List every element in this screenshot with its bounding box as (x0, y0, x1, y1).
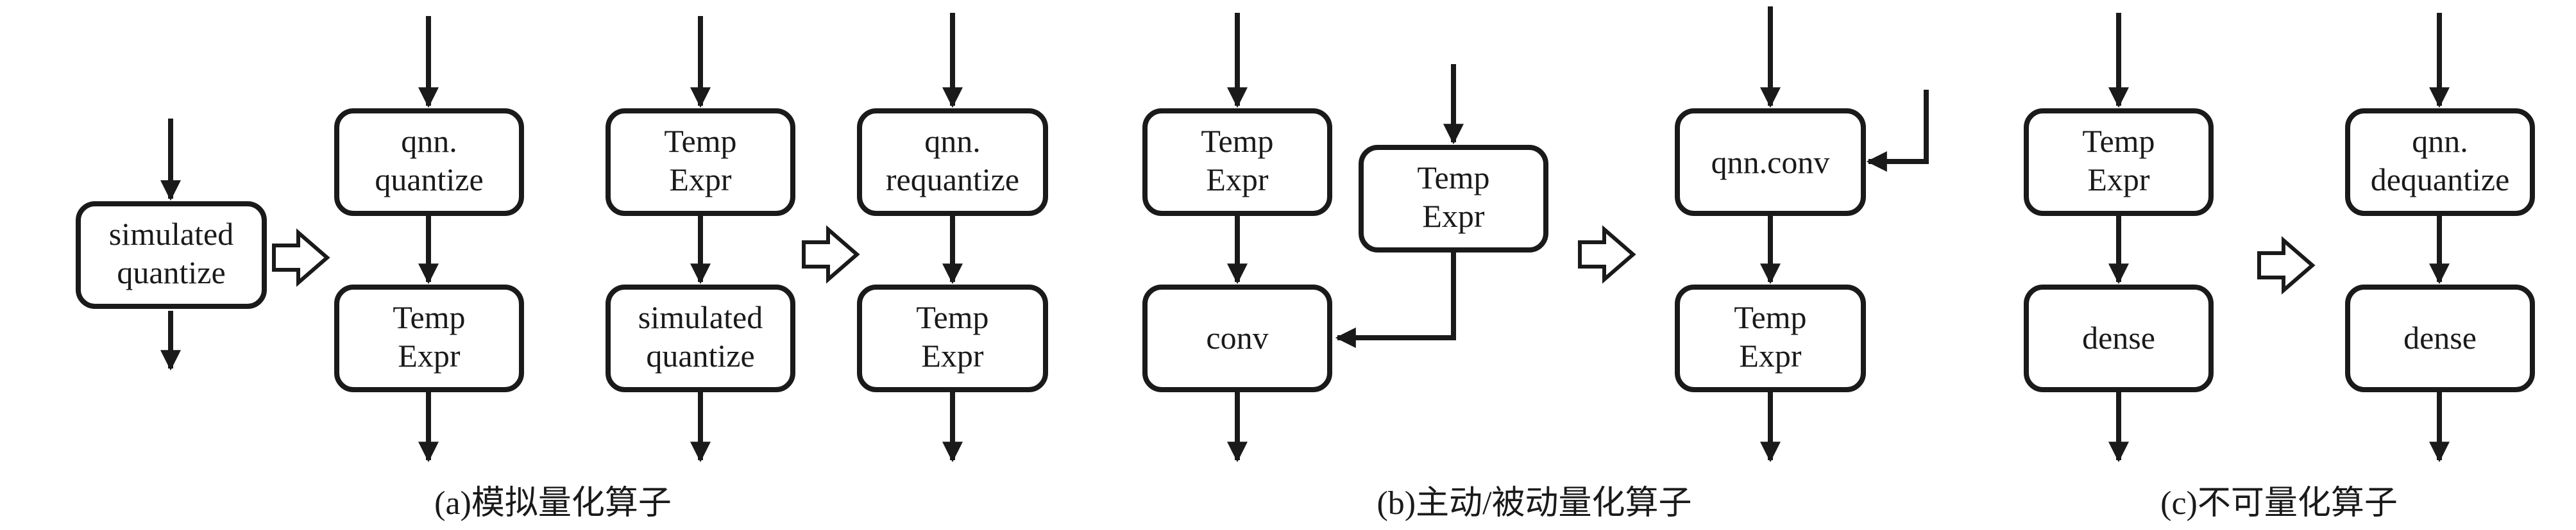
box-temp-expr-b-right: Temp Expr (1359, 145, 1548, 253)
box-line: requantize (886, 161, 1019, 197)
panel-b: Temp Expr Temp Expr conv qnn.conv Temp E… (1142, 6, 1929, 522)
box-line: Expr (921, 338, 984, 374)
box-line: quantize (646, 338, 754, 374)
caption-c: (c)不可量化算子 (2160, 485, 2398, 522)
caption-b: (b)主动/被动量化算子 (1377, 485, 1691, 522)
box-line: Expr (1739, 338, 1802, 374)
box-temp-expr-b-left: Temp Expr (1142, 108, 1332, 216)
box-temp-expr-b-result: Temp Expr (1675, 285, 1866, 392)
box-line: quantize (375, 161, 483, 197)
box-line: Expr (2087, 161, 2150, 197)
box-dense-left: dense (2024, 285, 2214, 392)
box-line: Temp (664, 123, 736, 159)
box-line: simulated (109, 216, 233, 252)
arrow-side-into-qnn-conv (1866, 90, 1929, 172)
transform-arrow-a2 (802, 225, 860, 284)
box-line: Expr (1422, 198, 1485, 234)
box-line: Temp (1734, 299, 1806, 335)
panel-a: simulated quantize qnn. quantize Temp Ex… (76, 13, 1048, 522)
box-line: conv (1206, 320, 1268, 356)
box-conv: conv (1142, 285, 1332, 392)
box-temp-expr-a-left: Temp Expr (334, 285, 524, 392)
box-line: qnn. (2412, 123, 2468, 159)
box-line: dense (2403, 320, 2477, 356)
box-line: Expr (1206, 161, 1269, 197)
box-simulated-quantize: simulated quantize (76, 201, 267, 309)
box-line: simulated (638, 299, 763, 335)
box-line: dequantize (2371, 161, 2510, 197)
box-temp-expr-c: Temp Expr (2024, 108, 2214, 216)
box-line: dense (2082, 320, 2155, 356)
box-temp-expr-a-right: Temp Expr (857, 285, 1048, 392)
box-line: Expr (398, 338, 461, 374)
transform-arrow-c (2257, 236, 2316, 295)
box-qnn-quantize: qnn. quantize (334, 108, 524, 216)
caption-a: (a)模拟量化算子 (434, 485, 672, 522)
box-line: Temp (1201, 123, 1273, 159)
box-simulated-quantize-mid: simulated quantize (606, 285, 795, 392)
box-qnn-requantize: qnn. requantize (857, 108, 1048, 216)
box-qnn-dequantize: qnn. dequantize (2345, 108, 2535, 216)
box-line: quantize (117, 254, 225, 290)
box-line: Temp (2082, 123, 2155, 159)
panel-c: Temp Expr dense qnn. dequantize dense (c… (2024, 13, 2535, 522)
box-line: Expr (669, 161, 732, 197)
transform-arrow-a1 (272, 228, 330, 287)
box-line: qnn. (401, 123, 457, 159)
arrow-temp-expr-to-conv-side (1335, 252, 1456, 348)
box-line: qnn. (924, 123, 981, 159)
box-qnn-conv: qnn.conv (1675, 108, 1866, 216)
box-temp-expr-a-mid: Temp Expr (606, 108, 795, 216)
box-line: Temp (1417, 160, 1489, 195)
box-line: qnn.conv (1711, 144, 1830, 180)
box-dense-right: dense (2345, 285, 2535, 392)
box-line: Temp (916, 299, 988, 335)
box-line: Temp (393, 299, 465, 335)
transform-arrow-b (1578, 225, 1636, 284)
